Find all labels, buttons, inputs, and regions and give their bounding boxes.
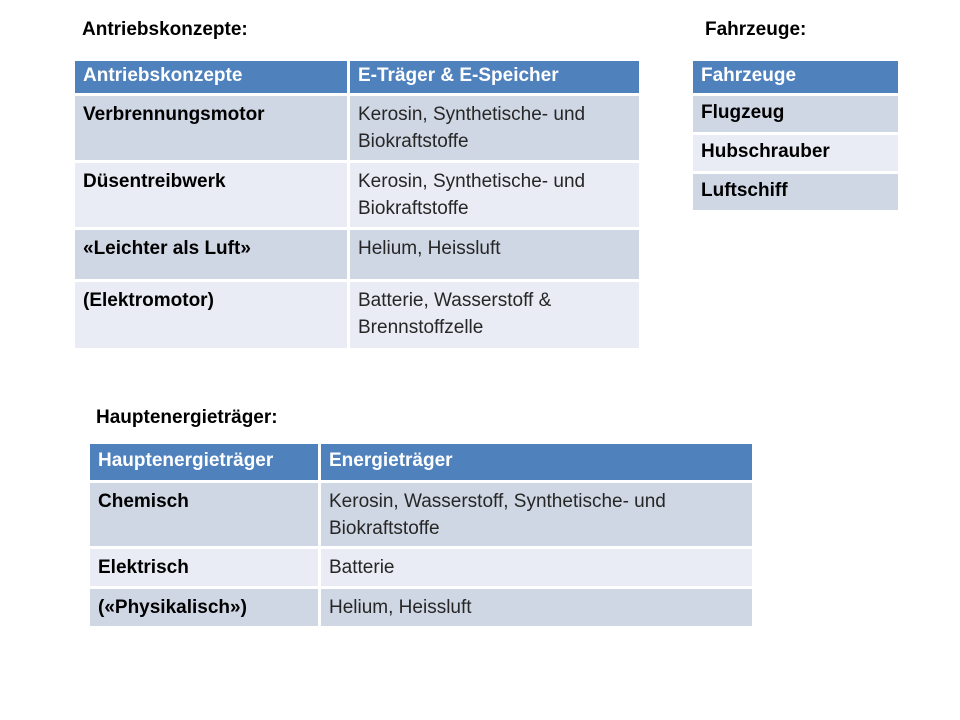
vehicle-cell: Flugzeug	[693, 96, 898, 132]
hauptenergietraeger-section-title: Hauptenergieträger:	[96, 407, 278, 428]
carrier-cell: Helium, Heissluft	[350, 230, 639, 279]
concept-cell: Düsentreibwerk	[75, 163, 347, 227]
energy-type-cell: Chemisch	[90, 483, 318, 546]
concept-cell: «Leichter als Luft»	[75, 230, 347, 279]
fahrzeuge-table: Fahrzeuge Flugzeug Hubschrauber Luftschi…	[690, 58, 901, 213]
vehicle-cell: Hubschrauber	[693, 135, 898, 171]
table-row-elektromotor: (Elektromotor) Batterie, Wasserstoff & B…	[75, 282, 639, 348]
header-cell-etraeger-espeicher: E-Träger & E-Speicher	[350, 61, 639, 93]
header-cell-energietraeger: Energieträger	[321, 444, 752, 480]
carrier-cell: Kerosin, Synthetische- und Biokraftstoff…	[350, 163, 639, 227]
concept-cell: Verbrennungsmotor	[75, 96, 347, 160]
carrier-cell: Helium, Heissluft	[321, 589, 752, 626]
table-row-hubschrauber: Hubschrauber	[693, 135, 898, 171]
carrier-cell: Batterie	[321, 549, 752, 586]
fahrzeuge-section-title: Fahrzeuge:	[705, 19, 807, 40]
table-row-duesentreibwerk: Düsentreibwerk Kerosin, Synthetische- un…	[75, 163, 639, 227]
carrier-cell: Batterie, Wasserstoff & Brennstoffzelle	[350, 282, 639, 348]
antriebskonzepte-header-row: Antriebskonzepte E-Träger & E-Speicher	[75, 61, 639, 93]
antriebskonzepte-table: Antriebskonzepte E-Träger & E-Speicher V…	[72, 58, 642, 351]
table-row-elektrisch: Elektrisch Batterie	[90, 549, 752, 586]
table-row-flugzeug: Flugzeug	[693, 96, 898, 132]
header-cell-fahrzeuge: Fahrzeuge	[693, 61, 898, 93]
header-cell-hauptenergietraeger: Hauptenergieträger	[90, 444, 318, 480]
energy-type-cell: («Physikalisch»)	[90, 589, 318, 626]
hauptenergietraeger-table: Hauptenergieträger Energieträger Chemisc…	[87, 441, 755, 629]
header-cell-antriebskonzepte: Antriebskonzepte	[75, 61, 347, 93]
table-row-chemisch: Chemisch Kerosin, Wasserstoff, Synthetis…	[90, 483, 752, 546]
vehicle-cell: Luftschiff	[693, 174, 898, 210]
table-row-verbrennungsmotor: Verbrennungsmotor Kerosin, Synthetische-…	[75, 96, 639, 160]
hauptenergietraeger-header-row: Hauptenergieträger Energieträger	[90, 444, 752, 480]
concept-cell: (Elektromotor)	[75, 282, 347, 348]
table-row-physikalisch: («Physikalisch») Helium, Heissluft	[90, 589, 752, 626]
carrier-cell: Kerosin, Synthetische- und Biokraftstoff…	[350, 96, 639, 160]
energy-type-cell: Elektrisch	[90, 549, 318, 586]
table-row-luftschiff: Luftschiff	[693, 174, 898, 210]
carrier-cell: Kerosin, Wasserstoff, Synthetische- und …	[321, 483, 752, 546]
antriebskonzepte-section-title: Antriebskonzepte:	[82, 19, 248, 40]
table-row-leichter-als-luft: «Leichter als Luft» Helium, Heissluft	[75, 230, 639, 279]
fahrzeuge-header-row: Fahrzeuge	[693, 61, 898, 93]
